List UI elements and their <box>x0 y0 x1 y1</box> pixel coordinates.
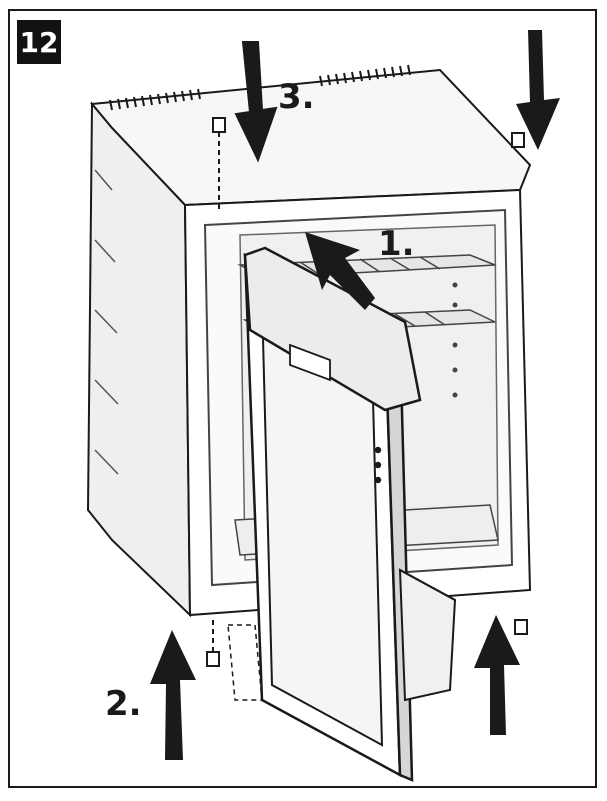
side-panel-ribs <box>94 169 119 475</box>
figure-number-badge: 12 <box>17 20 61 64</box>
hinge-pin-top-right <box>511 132 525 148</box>
step-label-3: 3. <box>278 77 315 117</box>
top-vent-grille-right <box>319 64 411 87</box>
hinge-pin-bottom-left <box>206 620 220 667</box>
hinge-pin-top-left <box>212 117 226 210</box>
hinge-pin-bottom-right <box>514 619 528 635</box>
arrow-up-icon <box>150 630 196 760</box>
top-vent-grille-left <box>109 88 201 111</box>
arrow-down-icon <box>234 41 278 163</box>
arrow-up-icon <box>474 615 520 735</box>
arrow-diagonal-icon <box>305 232 375 310</box>
step-label-1: 1. <box>378 224 415 264</box>
shelf-support-holes <box>452 282 458 398</box>
step-label-2: 2. <box>105 684 142 724</box>
arrow-down-icon <box>516 30 560 150</box>
hinge-bracket-dashed <box>227 624 263 701</box>
fridge-door <box>243 246 457 782</box>
